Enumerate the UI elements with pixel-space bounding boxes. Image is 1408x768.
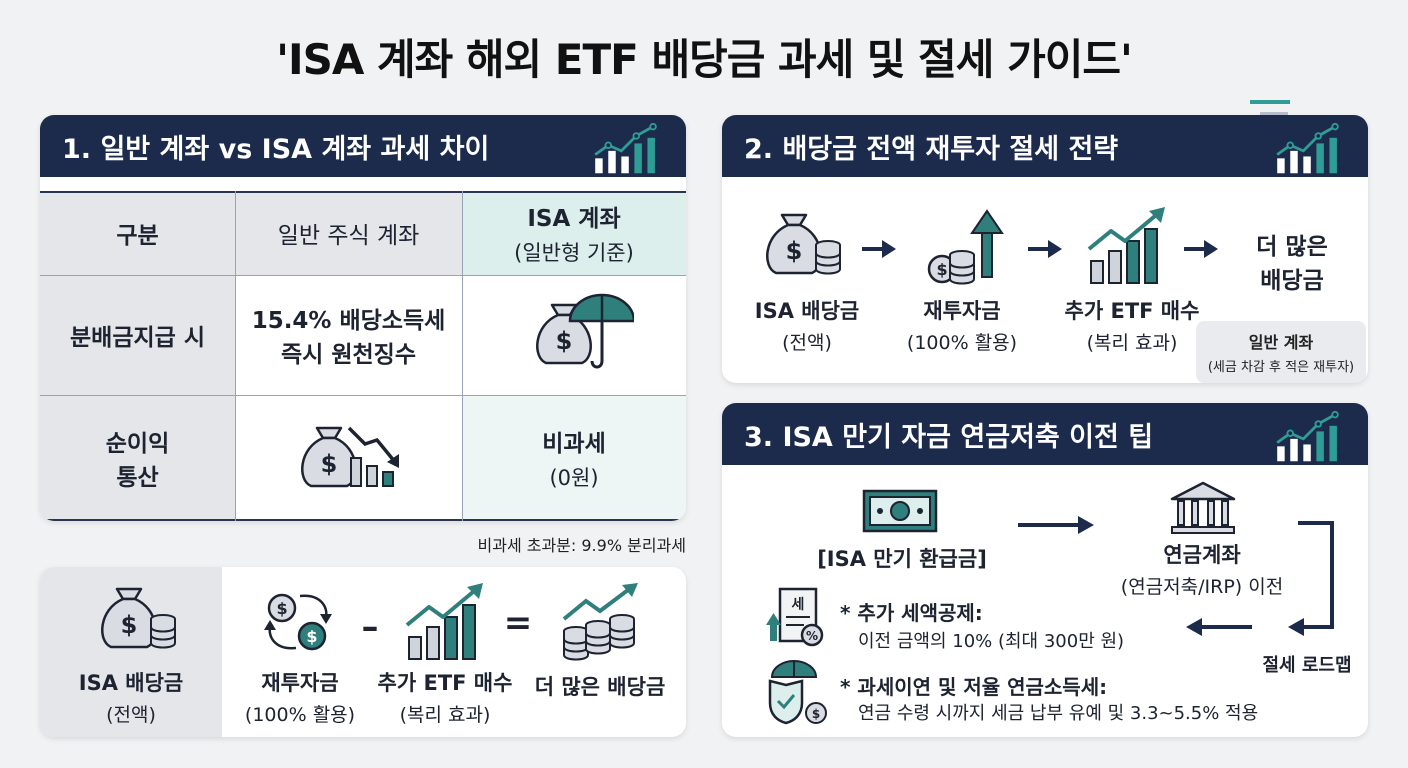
- step2-label: 재투자금 (100% 활용): [906, 299, 1018, 354]
- svg-text:$: $: [306, 627, 317, 646]
- reinvest-cycle-icon: $: [264, 593, 332, 651]
- section1-header: 1. 일반 계좌 vs ISA 계좌 과세 차이: [40, 115, 686, 177]
- step1-label: ISA 배당금 (전액): [754, 299, 860, 354]
- cash-bill-icon: [862, 489, 938, 533]
- tax-note: 비과세 초과분: 9.9% 분리과세: [477, 536, 687, 555]
- flow-buy-label: 추가 ETF 매수 (복리 효과): [377, 671, 513, 726]
- section1-card: 1. 일반 계좌 vs ISA 계좌 과세 차이 구분 일반 주식 계좌 ISA…: [40, 115, 686, 521]
- flow-start-label: ISA 배당금 (전액): [78, 671, 184, 726]
- section3-header: 3. ISA 만기 자금 연금저축 이전 팁: [722, 403, 1368, 465]
- roadmap-label: 절세 로드맵: [1262, 655, 1352, 676]
- growth-chart-icon: [1275, 410, 1340, 463]
- roadmap-arrow-icon: [1186, 521, 1334, 636]
- row-label-distribution: 분배금지급 시: [70, 325, 205, 351]
- tax-document-icon: 세 %: [766, 587, 824, 647]
- flow-result-label: 더 많은 배당금: [534, 675, 666, 699]
- table-header-general: 일반 주식 계좌: [277, 223, 420, 249]
- result-label: 더 많은 배당금: [1256, 234, 1328, 294]
- table-header-isa: ISA 계좌 (일반형 기준): [514, 206, 634, 265]
- shield-umbrella-icon: $: [768, 660, 827, 725]
- money-bag-umbrella-icon: [536, 293, 634, 369]
- section2-card: 2. 배당금 전액 재투자 절세 전략 ISA 배당금 (전액) 재투자금 (1…: [722, 115, 1368, 383]
- row-label-netting: 순이익 통산: [105, 431, 170, 491]
- bank-building-icon: [1170, 481, 1236, 534]
- flow-reinvest-label: 재투자금 (100% 활용): [244, 671, 356, 726]
- flow-equals-sign: =: [503, 603, 533, 643]
- svg-text:%: %: [806, 629, 818, 643]
- row1-general-value: 15.4% 배당소득세 즉시 원천징수: [251, 308, 446, 368]
- row1-isa-value: [462, 275, 686, 395]
- general-account-callout: 일반 계좌 (세금 차감 후 적은 재투자): [1196, 321, 1366, 383]
- arrow-right-icon: [1018, 516, 1094, 534]
- growth-chart-icon: [1275, 122, 1340, 175]
- growth-bar-chart-icon: [1087, 205, 1167, 285]
- tip1-title: * 추가 세액공제:: [840, 601, 983, 625]
- pension-label: 연금계좌 (연금저축/IRP) 이전: [1120, 543, 1284, 598]
- arrow-right-icon: [1028, 239, 1064, 259]
- flow-minus-sign: –: [361, 607, 379, 647]
- step3-label: 추가 ETF 매수 (복리 효과): [1064, 299, 1200, 354]
- money-bag-coins-icon: [101, 587, 176, 649]
- tip2-title: * 과세이연 및 저율 연금소득세:: [840, 675, 1108, 699]
- growth-bar-chart-icon: [405, 581, 485, 661]
- tip2-text: 연금 수령 시까지 세금 납부 유예 및 3.3~5.5% 적용: [858, 703, 1259, 724]
- section2-header: 2. 배당금 전액 재투자 절세 전략: [722, 115, 1368, 177]
- coins-up-arrow-icon: [927, 209, 1004, 285]
- row2-isa-value: 비과세 (0원): [542, 431, 606, 490]
- section1-heading: 1. 일반 계좌 vs ISA 계좌 과세 차이: [62, 133, 490, 165]
- growth-coins-icon: [562, 583, 638, 661]
- maturity-label: [ISA 만기 환급금]: [817, 547, 987, 571]
- svg-text:$: $: [812, 707, 820, 721]
- section2-heading: 2. 배당금 전액 재투자 절세 전략: [744, 133, 1119, 165]
- section3-heading: 3. ISA 만기 자금 연금저축 이전 팁: [744, 421, 1154, 453]
- table-header-category: 구분: [116, 223, 159, 249]
- growth-chart-icon: [593, 122, 658, 175]
- arrow-right-icon: [862, 239, 898, 259]
- svg-text:세: 세: [792, 597, 805, 613]
- page-title: 'ISA 계좌 해외 ETF 배당금 과세 및 절세 가이드': [276, 35, 1133, 84]
- section3-card: 3. ISA 만기 자금 연금저축 이전 팁 [ISA 만기 환급금] 연금계좌…: [722, 403, 1368, 737]
- section1-flow-card: ISA 배당금 (전액) $ 재투자금 (100% 활용) – 추가 ETF 매…: [40, 567, 686, 737]
- money-bag-declining-chart-icon: [300, 426, 399, 488]
- row2-general-value: [235, 395, 462, 521]
- tip1-text: 이전 금액의 10% (최대 300만 원): [858, 631, 1125, 652]
- money-bag-coins-icon: [766, 213, 841, 275]
- arrow-right-icon: [1184, 239, 1220, 259]
